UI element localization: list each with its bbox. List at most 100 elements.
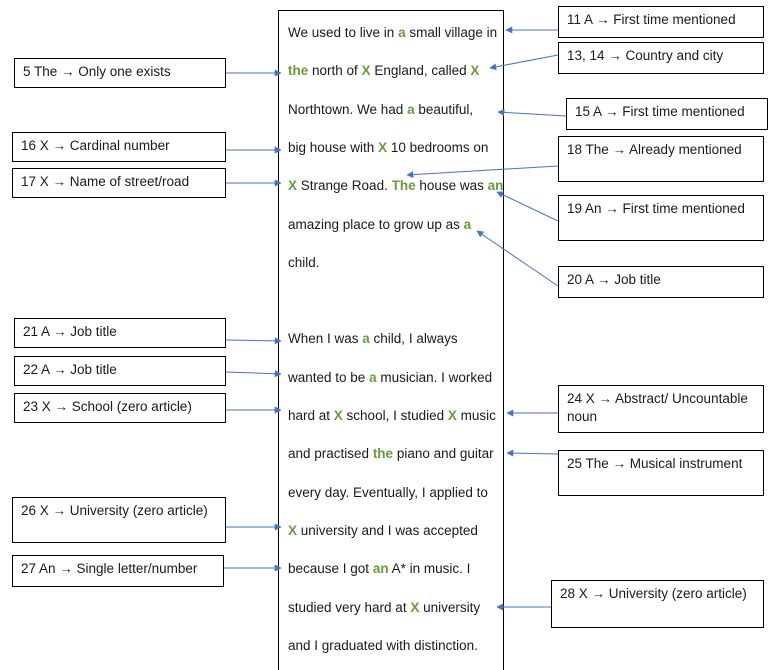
passage-line: Northtown. We had a beautiful, — [288, 102, 473, 118]
passage-line: We used to live in a small village in — [288, 25, 497, 41]
annotation-label: 5 The → Only one exists — [23, 64, 171, 79]
annotation-label: 28 X → University (zero article) — [560, 586, 747, 601]
passage-text: big house with — [288, 139, 379, 155]
article-highlight: an — [372, 561, 389, 577]
annotation-16: 16 X → Cardinal number — [12, 132, 226, 162]
passage-line: wanted to be a musician. I worked — [288, 370, 492, 386]
passage-text: small village in — [405, 25, 498, 40]
annotation-23: 23 X → School (zero article) — [14, 393, 226, 423]
passage-text: A* in music. I — [388, 561, 471, 577]
annotation-21: 21 A → Job title — [14, 318, 226, 348]
annotation-label: 27 An → Single letter/number — [21, 561, 198, 576]
annotation-28: 28 X → University (zero article) — [551, 580, 764, 628]
article-highlight: a — [463, 216, 472, 232]
annotation-label: 18 The → Already mentioned — [567, 142, 742, 157]
passage-text: We used to live in — [288, 25, 399, 40]
passage-text: child, I always — [369, 331, 458, 347]
annotation-11: 11 A → First time mentioned — [558, 6, 764, 38]
article-highlight: X — [470, 63, 480, 79]
passage-text: When I was — [288, 331, 363, 347]
annotation-label: 13, 14 → Country and city — [567, 48, 724, 63]
article-highlight: X — [288, 522, 298, 538]
passage-line: and I graduated with distinction. — [288, 638, 478, 654]
passage-line: big house with X 10 bedrooms on — [288, 140, 488, 156]
arrow-19 — [496, 191, 559, 222]
passage-line: child. — [288, 255, 320, 271]
annotation-17: 17 X → Name of street/road — [12, 168, 226, 198]
passage-text: university and I was accepted — [297, 522, 478, 538]
annotation-label: 23 X → School (zero article) — [23, 399, 192, 414]
passage-text: because I got — [288, 561, 373, 577]
article-highlight: a — [369, 369, 377, 385]
arrow-25 — [506, 449, 559, 457]
passage-text: wanted to be — [288, 369, 370, 385]
passage-text: school, I studied — [342, 408, 448, 423]
passage-line: studied very hard at X university — [288, 600, 480, 616]
annotation-13-14: 13, 14 → Country and city — [558, 42, 764, 74]
passage-text: Strange Road. — [297, 178, 392, 194]
passage-text: piano and guitar — [393, 446, 494, 462]
annotation-25: 25 The → Musical instrument — [558, 450, 764, 496]
article-highlight: an — [487, 178, 504, 194]
annotation-label: 26 X → University (zero article) — [21, 503, 208, 518]
annotation-label: 24 X → Abstract/ Uncountable noun — [567, 391, 748, 424]
passage-text: music — [456, 408, 496, 423]
annotation-15: 15 A → First time mentioned — [566, 98, 768, 130]
passage-text: England, called — [370, 63, 471, 79]
passage-line: because I got an A* in music. I — [288, 561, 470, 577]
article-highlight: X — [361, 63, 371, 79]
arrow-15 — [497, 108, 567, 117]
article-highlight: a — [398, 25, 406, 40]
passage-text: house was — [415, 178, 488, 194]
article-highlight: X — [410, 599, 420, 615]
article-highlight: X — [378, 139, 388, 155]
passage-line: When I was a child, I always — [288, 331, 458, 347]
article-highlight: X — [333, 408, 343, 423]
passage-text: amazing place to grow up as — [288, 216, 464, 232]
passage-text: every day. Eventually, I applied to — [288, 484, 488, 500]
article-highlight: X — [447, 408, 457, 423]
passage-text: studied very hard at — [288, 599, 411, 615]
passage-line: amazing place to grow up as a — [288, 217, 471, 233]
annotation-24: 24 X → Abstract/ Uncountable noun — [558, 385, 764, 433]
passage-text: hard at — [288, 408, 334, 423]
annotation-20: 20 A → Job title — [558, 266, 764, 298]
passage-line: and practised the piano and guitar — [288, 446, 494, 462]
passage-text: university — [419, 599, 481, 615]
arrow-21 — [225, 337, 282, 345]
annotation-label: 20 A → Job title — [567, 272, 661, 287]
article-highlight: X — [288, 178, 298, 194]
article-highlight: a — [407, 101, 415, 117]
passage-text: beautiful, — [414, 101, 474, 117]
arrow-22 — [225, 370, 282, 378]
annotation-label: 11 A → First time mentioned — [567, 12, 736, 27]
passage-text: child. — [288, 254, 320, 270]
annotation-5: 5 The → Only one exists — [14, 58, 226, 88]
annotation-label: 16 X → Cardinal number — [21, 138, 170, 153]
passage-text: Northtown. We had — [288, 101, 408, 117]
annotation-label: 21 A → Job title — [23, 324, 117, 339]
annotation-18: 18 The → Already mentioned — [558, 136, 764, 182]
annotation-22: 22 A → Job title — [14, 356, 226, 386]
annotation-label: 15 A → First time mentioned — [575, 104, 745, 119]
article-highlight: The — [391, 178, 416, 194]
passage-text: and I graduated with distinction. — [288, 637, 478, 653]
annotation-26: 26 X → University (zero article) — [12, 497, 226, 543]
article-highlight: a — [362, 331, 370, 347]
article-highlight: the — [288, 63, 309, 79]
annotation-label: 17 X → Name of street/road — [21, 174, 190, 189]
annotation-label: 19 An → First time mentioned — [567, 201, 745, 216]
passage-line: hard at X school, I studied X music — [288, 408, 496, 424]
passage-line: every day. Eventually, I applied to — [288, 485, 488, 501]
passage-line: the north of X England, called X — [288, 63, 479, 79]
annotation-label: 25 The → Musical instrument — [567, 456, 743, 471]
passage-line: X university and I was accepted — [288, 523, 478, 539]
passage-text: and practised — [288, 446, 373, 462]
annotation-label: 22 A → Job title — [23, 362, 117, 377]
annotation-27: 27 An → Single letter/number — [12, 555, 224, 587]
passage-text: 10 bedrooms on — [387, 139, 489, 155]
article-highlight: the — [372, 446, 394, 462]
annotation-19: 19 An → First time mentioned — [558, 195, 764, 241]
passage-line: X Strange Road. The house was an — [288, 178, 503, 194]
passage-text: north of — [308, 63, 362, 79]
